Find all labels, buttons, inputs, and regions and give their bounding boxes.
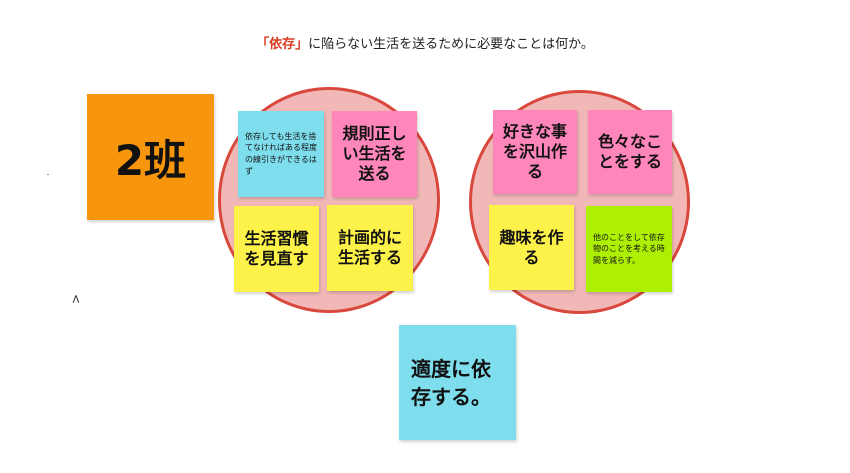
title-text: に陥らない生活を送るために必要なことは何か。 xyxy=(308,37,594,52)
sticky-note-planned-life[interactable]: 計画的に生活する xyxy=(327,205,413,291)
group-label[interactable]: 2班 xyxy=(87,94,214,220)
sticky-note-review-habits[interactable]: 生活習慣を見直す xyxy=(234,206,319,292)
stray-dot xyxy=(47,174,49,175)
sticky-note-regular-life[interactable]: 規則正しい生活を送る xyxy=(332,111,417,197)
sticky-note-reduce-time[interactable]: 他のことをして依存物のことを考える時間を減らす。 xyxy=(586,206,672,292)
sticky-note-boundary[interactable]: 依存しても生活を捨てなければある程度の線引きができるはず xyxy=(238,111,324,197)
caret-icon: < xyxy=(69,293,84,305)
sticky-note-many-likes[interactable]: 好きな事を沢山作る xyxy=(493,110,577,194)
sticky-note-conclusion[interactable]: 適度に依存する。 xyxy=(399,325,516,440)
sticky-note-various-things[interactable]: 色々なことをする xyxy=(588,110,672,194)
sticky-note-make-hobby[interactable]: 趣味を作る xyxy=(489,205,574,290)
slide-title: 「依存」に陥らない生活を送るために必要なことは何か。 xyxy=(0,33,850,52)
title-keyword: 「依存」 xyxy=(256,37,309,52)
